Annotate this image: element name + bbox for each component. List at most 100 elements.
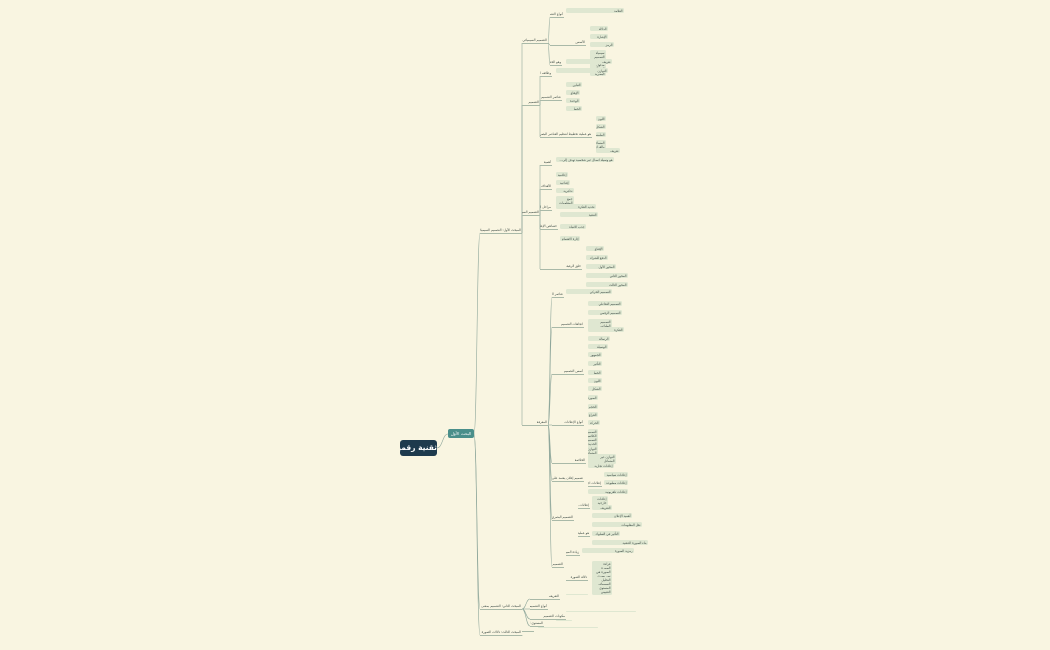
leaf-node[interactable]: إعلانات خارجية [592,496,608,506]
leaf-node[interactable]: الصورة [588,395,598,401]
leaf-node[interactable]: التعريف [592,505,612,511]
sub-node[interactable] [522,631,534,632]
leaf-node[interactable]: إعلانات سياسية [604,472,628,478]
leaf-node[interactable]: التصميم الرقمي [588,310,622,316]
section-node[interactable]: المعرفة [522,420,548,426]
leaf-node[interactable]: هو وسيلة اتصال غير شخصية تهدف إلى... [556,157,614,163]
leaf-node[interactable]: الملمس [596,132,606,138]
leaf-node[interactable] [566,611,636,613]
leaf-node[interactable]: جذب الانتباه [560,224,586,230]
leaf-node[interactable]: التصميم الطباعي [588,319,612,329]
leaf-node[interactable]: أهمية الإعلان [592,513,632,519]
leaf-node[interactable]: المساحة والفراغ [596,140,606,150]
leaf-node[interactable]: الحجم [588,404,598,410]
section-node[interactable]: التصميم [522,100,540,106]
sub-node[interactable]: خصائص الإعلان الفعال [540,224,558,230]
leaf-node[interactable]: التوازن [556,68,608,74]
leaf-node[interactable]: الإقناع [586,246,604,252]
sub-node[interactable]: المستوى التضميني [530,621,544,627]
section-node[interactable]: التصميم السيميائي [522,210,540,216]
sub-node[interactable]: مراحل التصميم [540,205,552,211]
sub-node[interactable]: أنواع التصميم السيميائي [550,12,564,18]
leaf-node[interactable]: المحور الثاني [586,273,628,279]
leaf-node[interactable]: جمع المعلومات [556,196,574,206]
sub-node[interactable]: اتجاهات التصميم [552,322,584,328]
sub-node[interactable]: الأهداف [540,184,552,190]
leaf-node[interactable]: التأثير [588,361,602,367]
leaf-node[interactable]: المحور الأول [586,264,616,270]
sub-node[interactable]: أنواع التصميم السيميائي [530,604,548,610]
leaf-node[interactable]: المستوى التعييني [592,585,612,595]
main-topic-node[interactable]: البحث الأول [448,429,474,438]
leaf-node[interactable]: الرمز [590,42,614,48]
leaf-node[interactable]: اللون [588,378,602,384]
leaf-node[interactable]: إعلامية [556,172,568,178]
leaf-node[interactable]: التصميم التفاعلي [588,301,622,307]
chapter-node[interactable]: المبحث الأول: التصميم السيميائي [480,228,522,234]
sub-node[interactable]: التصميم اللفظي [552,562,564,568]
sub-node[interactable]: تصميم إعلان يعتمد على الرموز والعلامات..… [552,476,584,482]
sub-node[interactable]: التصميم البصري [552,515,574,521]
leaf-node[interactable] [556,620,572,622]
leaf-node[interactable]: إعلانات مطبوعة [604,480,628,486]
leaf-node[interactable]: الوحدة [566,98,580,104]
section-node[interactable]: التصميم السيميائي [522,38,548,44]
leaf-node[interactable]: الرسالة [588,336,610,342]
leaf-node[interactable]: نقل المعلومات [592,522,642,528]
sub-node[interactable]: دلالة الصورة [566,575,588,581]
sub-node[interactable]: وظائف التصميم [540,71,552,77]
leaf-node[interactable]: التباين [566,82,582,88]
leaf-node[interactable]: اللون [596,116,606,122]
sub-node[interactable]: عناصر التصميم [552,292,564,298]
leaf-node[interactable]: الخط [588,370,602,376]
leaf-node[interactable]: الفراغ [588,412,598,418]
leaf-node[interactable]: التوازن غير المتماثل [588,454,616,464]
chapter-node[interactable]: المبحث الثاني: التصميم بمعنى المعنى [480,604,522,610]
leaf-node[interactable]: الحركة [588,420,600,426]
leaf-node[interactable]: تعريف [566,59,612,65]
leaf-node[interactable]: التصميم الحديث [588,437,598,447]
leaf-node[interactable]: التصميم الحركي [566,289,612,295]
leaf-node[interactable]: إعلانات تلفزيونية [588,489,628,495]
sub-node[interactable]: الأسس [550,40,586,46]
leaf-node[interactable]: المحور الثالث [586,282,628,288]
leaf-node[interactable] [538,627,598,629]
leaf-node[interactable]: إعلانات تجارية [588,463,614,469]
sub-node[interactable]: زيادة المبيعات [566,550,580,556]
leaf-node[interactable]: الجمهور [588,352,602,358]
leaf-node[interactable]: التصميم الكلاسيكي [588,429,598,439]
leaf-node[interactable]: العلامة [566,8,624,14]
sub-node[interactable]: خلق الرغبة [540,264,582,270]
leaf-node[interactable]: الإشارة [590,34,608,40]
sub-node[interactable]: إعلانات اجتماعية [588,481,602,487]
sub-node[interactable]: الخلاصة [552,458,586,464]
sub-node[interactable]: مكونات التصميم [530,614,566,620]
leaf-node[interactable]: الإيقاع [566,90,580,96]
sub-node[interactable]: هو عملية تخطيط لتنظيم العناصر البصرية بط… [540,132,592,138]
sub-node[interactable]: وهو الخطاب عبر مفهوم البيانات التي تختص … [550,60,562,66]
leaf-node[interactable]: الفكرة [588,327,624,333]
leaf-node[interactable]: الخط [566,106,582,112]
leaf-node[interactable]: التأثير في السلوك [592,531,620,537]
sub-node[interactable]: أسس التصميم [552,369,584,375]
leaf-node[interactable]: الدلالة [590,26,608,32]
leaf-node[interactable]: قراءة الصورة [592,561,612,571]
sub-node[interactable]: هو عملية تواصل بين المرسل والمستقبل... [578,531,590,537]
sub-node[interactable]: إعلانات رقمية [578,503,590,509]
leaf-node[interactable]: تعريف [596,148,620,154]
sub-node[interactable]: عناصر التصميم الأساسية [540,95,562,101]
sub-node[interactable]: التعريف [530,594,560,600]
leaf-node[interactable]: الشكل [596,124,606,130]
leaf-node[interactable]: إقناعية [556,180,570,186]
chapter-node[interactable]: المبحث الثالث: دلالات الصورة [480,630,522,636]
leaf-node[interactable]: التوازن المتماثل [588,446,598,456]
leaf-node[interactable]: تذكيرية [556,188,574,194]
leaf-node[interactable]: بناء الصورة الذهنية [592,540,648,546]
leaf-node[interactable]: التنفيذ [560,212,598,218]
leaf-node[interactable]: الدفع للشراء [586,255,608,261]
leaf-node[interactable] [566,594,588,596]
leaf-node[interactable]: رمزية الصورة [582,548,634,554]
leaf-node[interactable]: إثارة الاهتمام [560,236,580,242]
leaf-node[interactable]: الوسيلة [588,344,608,350]
root-node[interactable]: ثقنية رقمية [400,440,437,456]
